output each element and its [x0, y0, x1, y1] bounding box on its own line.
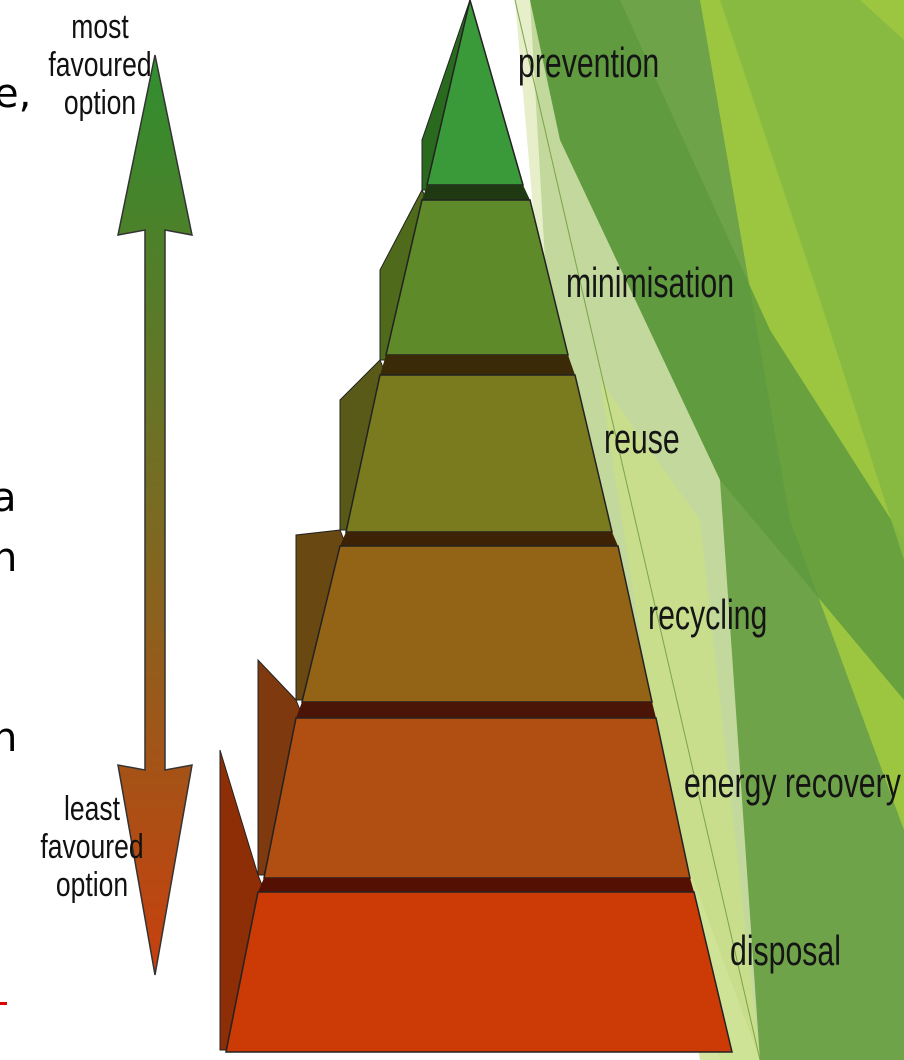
- clipped-text-4: n: [0, 715, 18, 761]
- pyramid-level-recycling: [301, 545, 653, 703]
- bottom-label-line-1: least: [63, 790, 121, 828]
- clipped-text-2: a: [0, 475, 17, 521]
- least-favoured-label: least favoured option: [14, 790, 170, 904]
- most-favoured-label: most favoured option: [22, 8, 178, 122]
- clipped-text-1: e,: [0, 71, 32, 117]
- top-label-line-1: most: [71, 8, 129, 46]
- pyramid-level-reuse: [345, 374, 613, 533]
- preference-arrow: [117, 54, 193, 976]
- top-label-line-2: favoured: [48, 46, 152, 84]
- level-label-disposal: disposal: [730, 927, 841, 974]
- level-label-reuse: reuse: [604, 415, 680, 462]
- top-label-line-3: option: [63, 84, 137, 122]
- pyramid-level-energy-recovery: [263, 717, 691, 879]
- clipped-text-3: n: [0, 535, 18, 581]
- level-label-minimisation: minimisation: [566, 259, 735, 306]
- level-label-prevention: prevention: [518, 39, 660, 86]
- bottom-label-line-3: option: [55, 866, 129, 904]
- level-label-recycling: recycling: [648, 591, 768, 638]
- bottom-label-line-2: favoured: [40, 828, 144, 866]
- red-mark: [0, 1002, 7, 1005]
- level-label-energy-recovery: energy recovery: [684, 759, 901, 806]
- pyramid-level-disposal: [225, 891, 733, 1053]
